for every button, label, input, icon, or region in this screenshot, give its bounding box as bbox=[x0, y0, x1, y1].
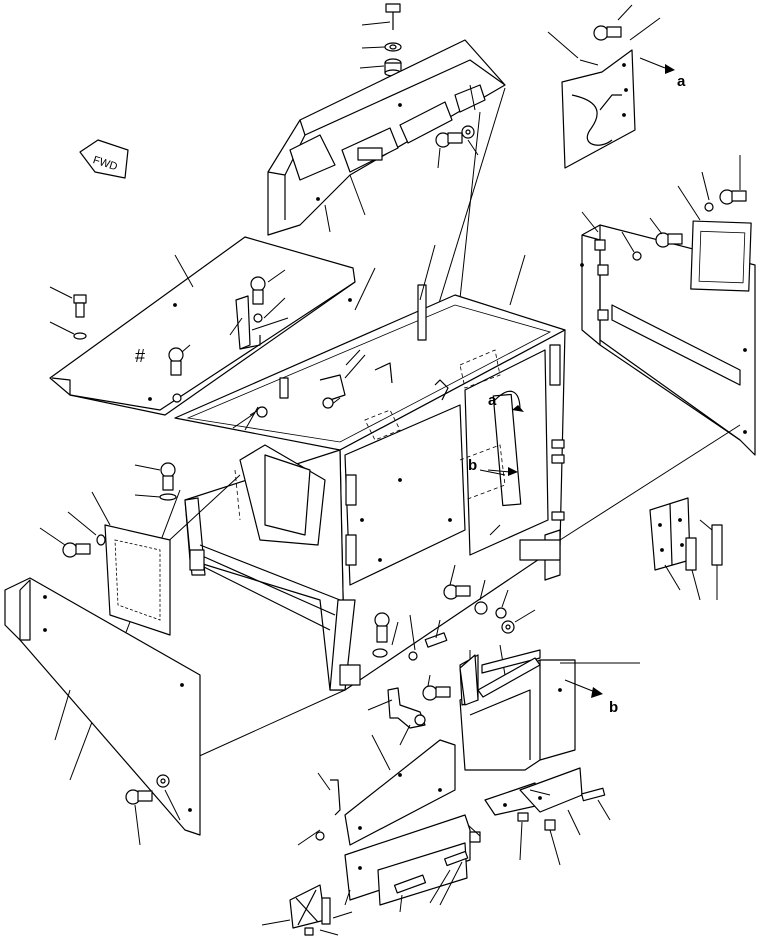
lower-bracket bbox=[367, 687, 426, 746]
ref-label-b-bottom: b bbox=[609, 699, 618, 716]
hatch-symbol: # bbox=[135, 346, 145, 366]
hinge-group bbox=[649, 497, 723, 601]
center-slot-plate bbox=[459, 654, 541, 706]
upper-right-plate: a bbox=[547, 4, 686, 169]
top-cover-assembly bbox=[267, 3, 506, 366]
bottom-plates bbox=[261, 734, 611, 936]
fwd-marker: FWD bbox=[79, 139, 129, 179]
left-bolt-gasket bbox=[39, 462, 177, 636]
main-frame: a b bbox=[69, 244, 566, 781]
right-lower-cover: b bbox=[459, 649, 640, 771]
top-bolt-stack bbox=[384, 3, 402, 77]
ref-label-a-mid: a bbox=[488, 392, 497, 409]
top-plate: # bbox=[49, 236, 376, 416]
ref-label-a-top: a bbox=[677, 73, 686, 90]
ref-label-b-mid: b bbox=[468, 457, 477, 474]
top-cover bbox=[267, 39, 506, 236]
left-side-panel bbox=[4, 577, 201, 846]
side-bolts bbox=[435, 125, 475, 148]
lower-center-fasteners bbox=[372, 564, 536, 701]
right-side-panel bbox=[559, 155, 756, 541]
